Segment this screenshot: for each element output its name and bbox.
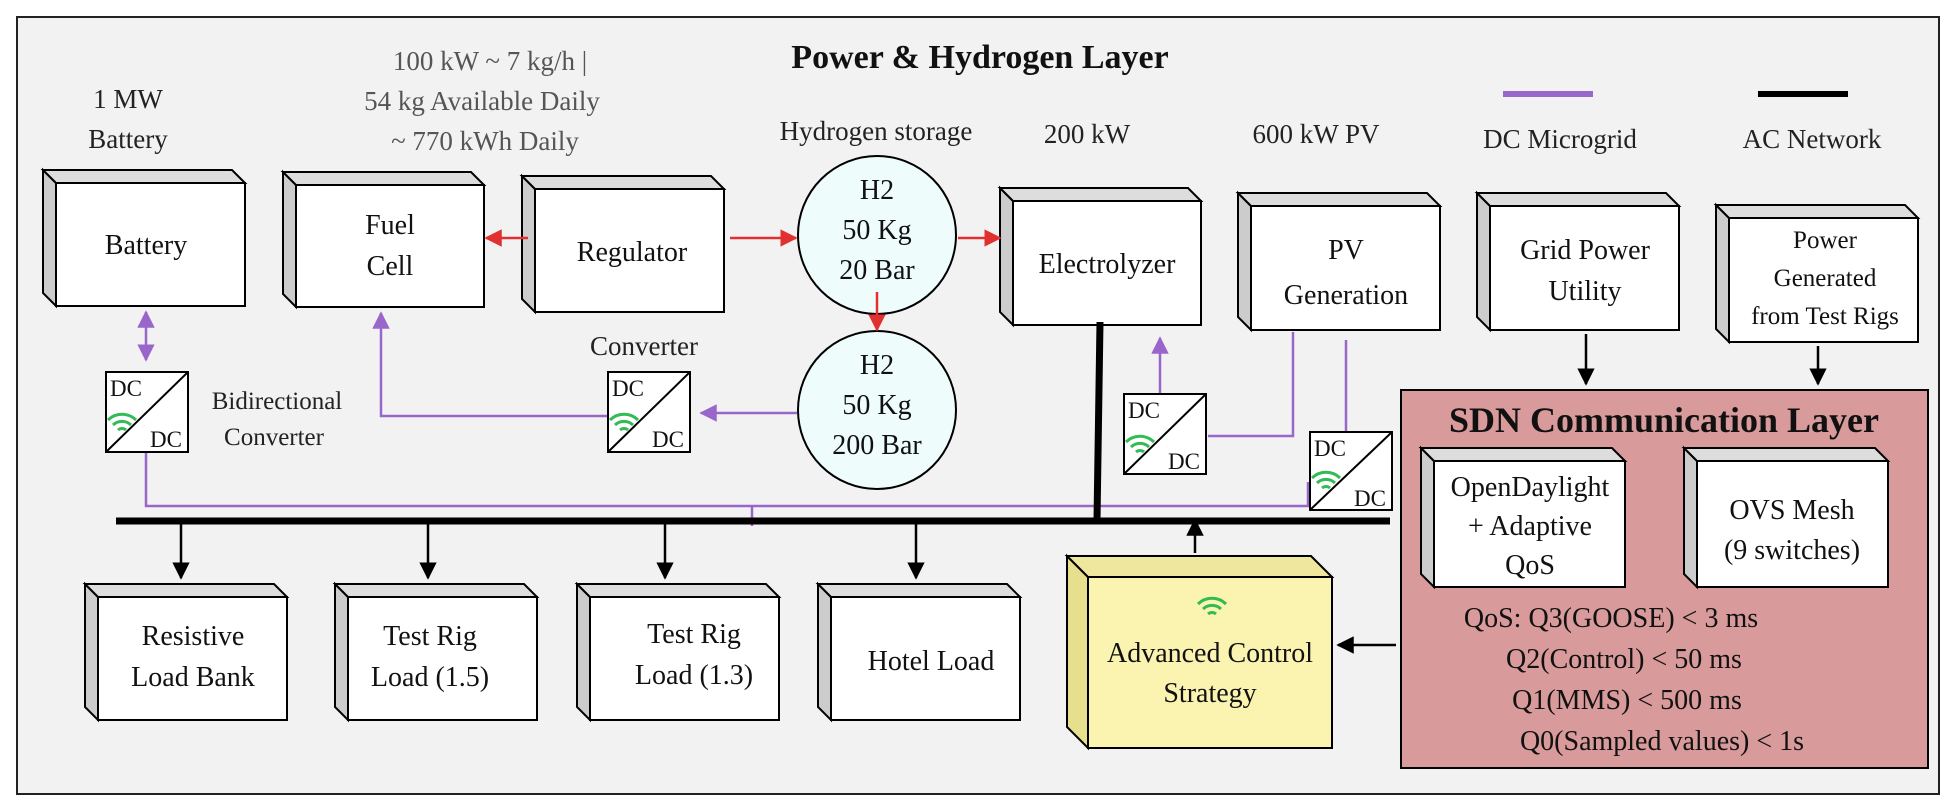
svg-text:QoS: QoS	[1505, 550, 1555, 581]
hydrogen-storage-label: Hydrogen storage	[780, 116, 973, 146]
regulator-label: Regulator	[577, 237, 688, 268]
hydrogen-tank-20bar: H2 50 Kg 20 Bar	[797, 155, 957, 315]
qos-line-3: Q1(MMS) < 500 ms	[1512, 685, 1742, 716]
fuel-cell-rating-line1: 100 kW ~ 7 kg/h |	[393, 46, 587, 76]
sdn-title: SDN Communication Layer	[1449, 400, 1879, 440]
svg-text:Load (1.5): Load (1.5)	[371, 662, 489, 693]
svg-text:DC: DC	[1314, 436, 1346, 461]
converter-to-fuel-cell-link	[372, 311, 609, 418]
electrolyzer-label: Electrolyzer	[1039, 249, 1176, 280]
fuel-cell-rating-line3: ~ 770 kWh Daily	[391, 126, 579, 156]
pv-label-1: PV	[1328, 235, 1364, 266]
battery-rating-line1: 1 MW	[93, 84, 163, 114]
pv-converter: DC DC	[1309, 431, 1393, 511]
electrolyzer-rating: 200 kW	[1044, 119, 1131, 149]
sdn-communication-layer: SDN Communication Layer OpenDaylight + A…	[1400, 389, 1929, 769]
hydrogen-tank-200bar: H2 50 Kg 200 Bar	[797, 330, 957, 490]
pv-label-2: Generation	[1284, 280, 1408, 311]
qos-line-1: QoS: Q3(GOOSE) < 3 ms	[1464, 603, 1758, 634]
svg-text:Strategy: Strategy	[1163, 678, 1256, 709]
advanced-control-strategy-box: Advanced Control Strategy	[1064, 553, 1335, 751]
svg-text:DC: DC	[1168, 449, 1200, 474]
dc-bus-line	[144, 452, 1310, 508]
svg-text:20 Bar: 20 Bar	[839, 255, 915, 286]
grid-power-utility-box: Grid Power Utility	[1474, 190, 1682, 333]
svg-text:Resistive: Resistive	[142, 621, 245, 652]
electrolyzer-ac-link	[1093, 321, 1104, 521]
test-rig-power-box: Power Generated from Test Rigs	[1713, 202, 1921, 345]
test-rig-power-label-2: Generated	[1774, 265, 1877, 292]
svg-text:+ Adaptive: + Adaptive	[1468, 511, 1592, 542]
fuel-cell-box: Fuel Cell	[280, 169, 487, 310]
svg-text:H2: H2	[860, 175, 894, 206]
fuel-cell-label-1: Fuel	[365, 210, 415, 241]
grid-label-1: Grid Power	[1520, 235, 1651, 266]
bidirectional-label-1: Bidirectional	[212, 388, 343, 415]
hotel-load-box: Hotel Load	[815, 581, 1023, 723]
regulator-box: Regulator	[519, 173, 727, 315]
svg-text:OpenDaylight: OpenDaylight	[1451, 472, 1610, 503]
ovs-mesh-box: OVS Mesh (9 switches)	[1681, 445, 1891, 590]
diagram-title: Power & Hydrogen Layer	[791, 39, 1168, 76]
svg-text:DC: DC	[612, 376, 644, 401]
svg-text:DC: DC	[652, 427, 684, 452]
test-rig-load-13-box: Test Rig Load (1.3)	[574, 581, 782, 723]
svg-text:DC: DC	[110, 376, 142, 401]
pv-generation-box: PV Generation	[1235, 190, 1443, 333]
fuel-cell-rating-line2: 54 kg Available Daily	[364, 86, 600, 116]
fuel-cell-label-2: Cell	[367, 251, 414, 282]
test-rig-power-label-1: Power	[1793, 227, 1858, 254]
legend-ac-label: AC Network	[1743, 124, 1882, 154]
svg-text:50 Kg: 50 Kg	[842, 215, 911, 246]
svg-text:DC: DC	[150, 427, 182, 452]
svg-text:Hotel Load: Hotel Load	[868, 646, 995, 677]
grid-label-2: Utility	[1548, 276, 1621, 307]
svg-text:H2: H2	[860, 350, 894, 381]
converter-label: Converter	[590, 331, 698, 361]
test-rig-load-15-box: Test Rig Load (1.5)	[332, 581, 540, 723]
battery-label: Battery	[105, 230, 187, 261]
resistive-load-bank-box: Resistive Load Bank	[82, 581, 290, 723]
pv-to-converter-link	[1208, 332, 1295, 438]
svg-text:Load (1.3): Load (1.3)	[635, 660, 753, 691]
bidirectional-converter: DC DC	[105, 371, 189, 453]
electrolyzer-box: Electrolyzer	[997, 185, 1204, 328]
svg-text:Advanced Control: Advanced Control	[1107, 638, 1313, 669]
legend-dc-label: DC Microgrid	[1483, 124, 1637, 154]
svg-text:200 Bar: 200 Bar	[832, 430, 922, 461]
svg-text:OVS Mesh: OVS Mesh	[1729, 495, 1854, 526]
svg-text:DC: DC	[1128, 398, 1160, 423]
svg-text:Load Bank: Load Bank	[131, 662, 255, 693]
fuel-cell-converter: DC DC	[607, 371, 691, 453]
qos-line-4: Q0(Sampled values) < 1s	[1520, 726, 1804, 757]
svg-text:Test Rig: Test Rig	[647, 619, 741, 650]
qos-line-2: Q2(Control) < 50 ms	[1506, 644, 1742, 675]
pv-rating: 600 kW PV	[1252, 119, 1380, 149]
svg-text:Test Rig: Test Rig	[383, 621, 477, 652]
battery-box: Battery	[40, 167, 248, 309]
electrolyzer-converter: DC DC	[1123, 393, 1207, 475]
bidirectional-label-2: Converter	[224, 424, 325, 451]
opendaylight-box: OpenDaylight + Adaptive QoS	[1418, 445, 1628, 590]
svg-text:DC: DC	[1354, 486, 1386, 511]
test-rig-power-label-3: from Test Rigs	[1751, 303, 1899, 330]
svg-text:50 Kg: 50 Kg	[842, 390, 911, 421]
battery-rating-line2: Battery	[88, 124, 168, 154]
svg-text:(9 switches): (9 switches)	[1724, 535, 1860, 566]
